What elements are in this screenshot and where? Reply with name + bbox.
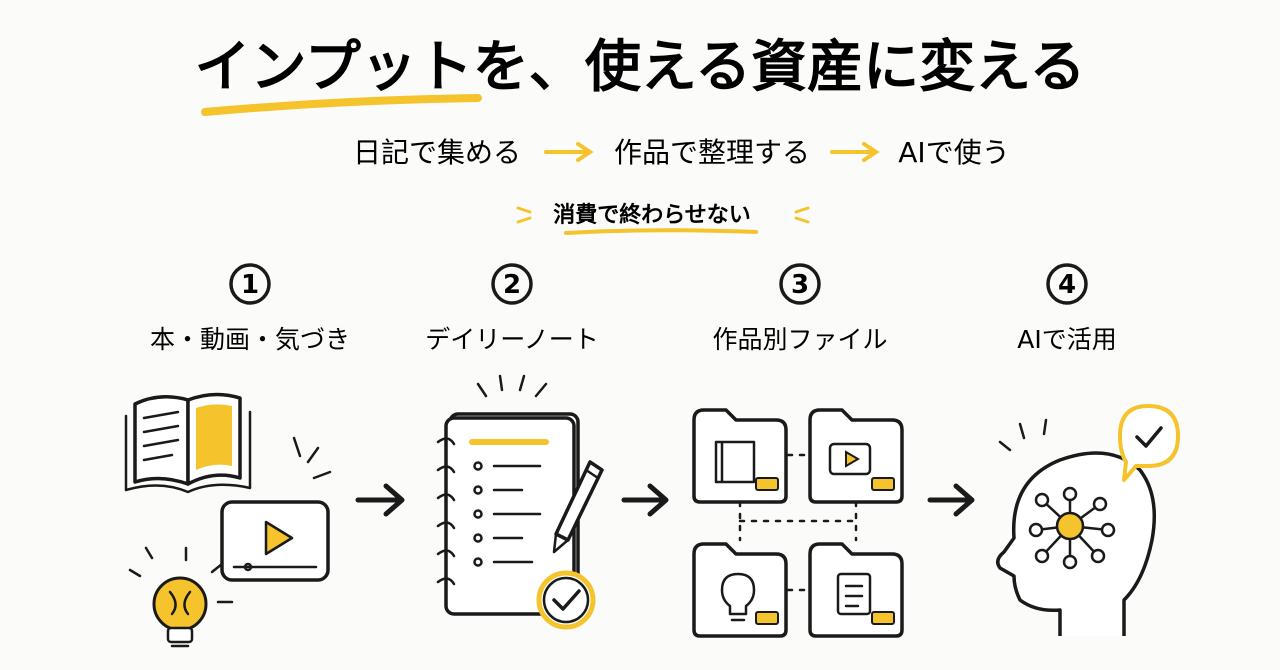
flow-step-1: 日記で集める	[353, 136, 521, 169]
step-arrow-1-icon	[355, 483, 405, 517]
flow-line: 日記で集める 作品で整理する AIで使う	[353, 136, 1010, 169]
step-1-number: 1	[241, 270, 259, 300]
notebook-spiral-rings	[436, 437, 456, 586]
lightbulb-icon	[128, 546, 234, 648]
step-arrow-2-icon	[621, 483, 669, 517]
page-title: インプットを、使える資産に変える	[195, 35, 1086, 100]
step-1-number-circle	[229, 263, 271, 305]
tagline-text: 消費で終わらせない	[553, 202, 751, 228]
step-4-header: 4 AIで活用	[1017, 263, 1117, 354]
step-2-number: 2	[503, 270, 521, 300]
step-3-header: 3 作品別ファイル	[712, 263, 888, 354]
title-underline-highlight	[201, 94, 482, 116]
step-2-header: 2 デイリーノート	[425, 263, 599, 354]
step-2-label: デイリーノート	[425, 325, 599, 354]
step-3-number-circle	[779, 263, 821, 305]
head-sparkle-lines	[998, 418, 1048, 452]
step-3-number: 3	[791, 270, 809, 300]
step-4-number-circle	[1046, 263, 1088, 305]
step-4-label: AIで活用	[1017, 325, 1116, 354]
video-player-icon	[220, 436, 332, 582]
tagline-group: 消費で終わらせない	[516, 202, 810, 235]
flow-arrow-1-icon	[544, 142, 594, 162]
lightbulb-rays	[128, 546, 234, 604]
neural-network-icon	[1028, 486, 1116, 570]
video-folder-icon	[808, 408, 904, 504]
flow-arrow-2-icon	[830, 142, 880, 162]
pencil-icon	[552, 460, 604, 554]
document-folder-icon	[808, 542, 904, 638]
step-4-number: 4	[1058, 270, 1076, 300]
folder-connectors	[738, 453, 858, 592]
title-group: インプットを、使える資産に変える	[195, 35, 1086, 116]
step-1-header: 1 本・動画・気づき	[150, 263, 350, 354]
tagline-right-sparkle-icon	[794, 206, 810, 224]
step-3-label: 作品別ファイル	[712, 325, 887, 354]
book-folder-icon	[692, 408, 788, 504]
step-1-label: 本・動画・気づき	[150, 325, 350, 354]
video-sparkle-lines	[292, 436, 332, 480]
book-icon	[124, 392, 252, 494]
step-2-number-circle	[491, 263, 533, 305]
lightbulb-folder-icon	[692, 542, 788, 638]
tagline-underline-highlight	[564, 228, 758, 235]
tagline-left-sparkle-icon	[516, 206, 532, 224]
step-arrow-3-icon	[927, 483, 975, 517]
notebook-sparkle-lines	[476, 374, 548, 398]
flow-step-3: AIで使う	[898, 136, 1009, 169]
check-badge-icon	[536, 570, 596, 630]
flow-step-2: 作品で整理する	[614, 136, 810, 169]
check-speech-bubble-icon	[1118, 404, 1180, 482]
notebook-icon	[436, 374, 580, 616]
